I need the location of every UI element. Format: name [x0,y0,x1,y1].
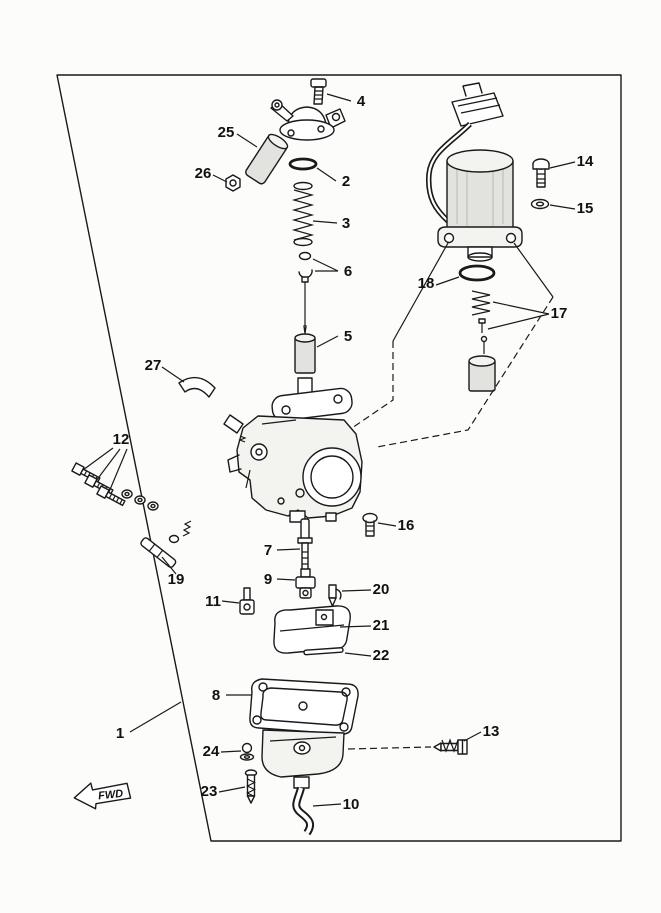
assembly-border [56,74,622,842]
leader-lines [82,93,576,807]
leader-12b [95,448,121,482]
auto-choke-unit [437,149,523,262]
leader-12c [108,448,128,493]
choke-connector [451,82,504,127]
leader-7 [276,548,301,551]
part-label-1: 1 [116,725,124,742]
part-labels: 1 2 3 4 5 6 7 8 9 10 11 12 13 14 15 16 1… [113,93,594,813]
part-label-6: 6 [344,263,352,280]
part-label-21: 21 [373,617,390,634]
carburetor-body [223,377,363,523]
leader-16 [377,522,397,527]
part-label-11: 11 [205,593,221,610]
part-14-screw [532,158,550,188]
leader-12a [82,447,114,471]
part-19-pipe [140,520,192,568]
part-label-3: 3 [342,215,350,232]
leader-4 [326,93,352,102]
leader-11 [221,600,240,604]
part-15-washer [530,198,550,210]
part-4-pan-screw [310,78,327,105]
part-22-float-pin [303,647,344,656]
leader-22 [344,652,372,657]
leader-14 [549,161,576,169]
leader-27 [161,366,185,383]
leader-24 [220,750,242,753]
leader-10 [312,803,342,807]
leader-9 [276,578,296,581]
part-label-9: 9 [264,571,272,588]
part-label-27: 27 [145,357,162,374]
leader-3 [312,220,338,224]
part-18-oring [458,264,496,282]
part-27-bracket [178,376,216,398]
leader-26 [212,174,228,183]
leader-18 [435,276,460,286]
part-2-oring [288,157,318,171]
part-label-7: 7 [264,542,272,559]
leader-13 [463,731,482,742]
fwd-label: FWD [98,788,124,803]
part-label-26: 26 [195,165,212,182]
part-label-8: 8 [212,687,220,704]
part-12-screws [71,462,159,511]
leader-17a [492,301,550,315]
choke-wire [426,122,472,224]
part-label-12: 12 [113,431,130,448]
part-23-drain-screw [244,769,258,804]
leader-25 [236,133,258,148]
part-label-15: 15 [577,200,594,217]
part-label-23: 23 [201,783,218,800]
part-label-16: 16 [398,517,415,534]
part-7-needle-jet-holder [297,518,313,572]
leader-23 [218,786,246,793]
part-3-spring [291,181,315,247]
part-26-nut [225,174,241,192]
part-label-18: 18 [418,275,435,292]
part-label-14: 14 [577,153,594,170]
part-5-needle-jet [294,333,316,374]
part-8-gasket [249,678,359,735]
part-24-washer-nut [239,742,255,761]
part-label-25: 25 [218,124,235,141]
part-13-throttle-stop-screw [347,738,468,755]
leader-15 [549,204,576,210]
part-label-22: 22 [373,647,390,664]
part-label-5: 5 [344,328,352,345]
leader-1 [129,701,182,733]
part-16-screw [362,512,378,537]
part-9-main-jet [295,568,316,599]
float-chamber-body [261,729,345,789]
jet-needle [301,276,309,334]
leader-6a [312,258,339,272]
part-label-24: 24 [203,743,220,760]
fwd-arrow: FWD [73,782,132,810]
part-11-pilot-jet [239,587,255,615]
part-20-needle-valve [328,584,342,607]
leader-5 [316,335,339,348]
throttle-cap-assembly [270,99,346,141]
part-17-spring-set [471,290,491,354]
part-label-2: 2 [342,173,350,190]
part-label-17: 17 [551,305,568,322]
part-label-13: 13 [483,723,500,740]
assembly-guide-lines [351,242,554,448]
part-label-20: 20 [373,581,390,598]
part-label-19: 19 [168,571,185,588]
part-21-float [273,605,351,654]
part-label-10: 10 [343,796,360,813]
part-6-needle-clips [298,251,313,279]
choke-plunger-cylinder [468,355,496,392]
part-25-cap-cylinder [245,133,289,185]
part-10-drain-pipe [292,786,315,836]
leader-19 [161,556,177,575]
leader-17b [487,313,550,330]
part-label-4: 4 [357,93,366,110]
leader-21 [339,625,372,628]
leader-2 [316,167,337,182]
leader-20 [341,589,372,592]
